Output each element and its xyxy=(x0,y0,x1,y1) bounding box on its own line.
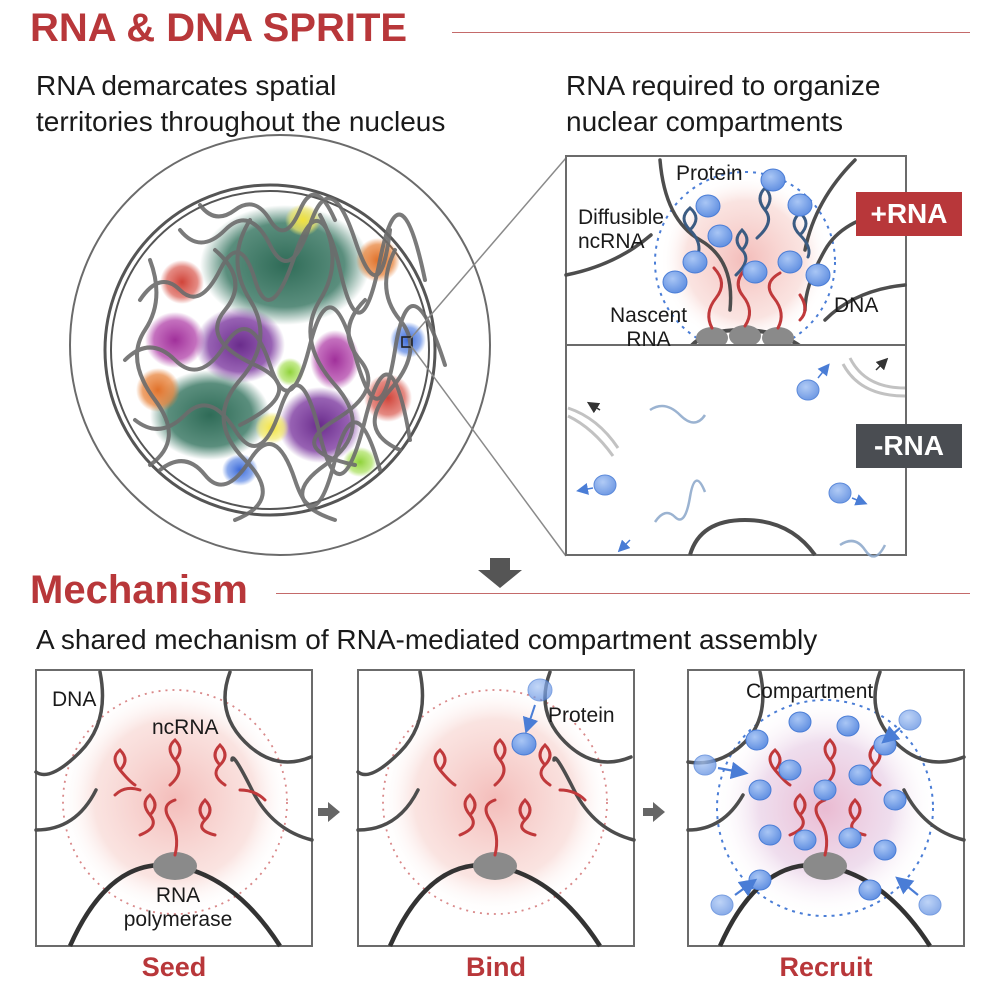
seed-panel xyxy=(34,669,314,948)
title-rule xyxy=(452,32,970,33)
step-bind-label: Bind xyxy=(466,952,526,982)
right-caption: RNA required to organize nuclear compart… xyxy=(566,68,880,140)
page-title: RNA & DNA SPRITE xyxy=(30,6,408,50)
mechanism-rule xyxy=(276,593,970,594)
nascent-label-line-2: RNA xyxy=(626,328,671,351)
mechanism-subtitle: A shared mechanism of RNA-mediated compa… xyxy=(36,624,818,655)
arrow-right-icon xyxy=(318,802,340,822)
zoom-box xyxy=(401,336,413,348)
dna-label: DNA xyxy=(834,294,879,317)
arrow-right-icon xyxy=(643,802,665,822)
down-arrow-icon xyxy=(478,558,522,588)
left-caption: RNA demarcates spatial territories throu… xyxy=(36,68,445,140)
compartment-label: Compartment xyxy=(746,680,874,703)
recruit-panel xyxy=(686,669,966,948)
diffusible-label-line-1: Diffusible xyxy=(578,206,664,229)
minus-rna-panel xyxy=(565,344,907,558)
minus-rna-tag: -RNA xyxy=(856,424,962,468)
pol-label-line-1: RNA xyxy=(155,884,201,907)
nascent-label-line-1: Nascent xyxy=(610,304,688,327)
mechanism-title: Mechanism xyxy=(30,568,248,612)
right-caption-line-1: RNA required to organize xyxy=(566,70,881,101)
bind-panel xyxy=(356,669,636,948)
step-recruit-label: Recruit xyxy=(779,952,873,982)
right-caption-line-2: nuclear compartments xyxy=(566,106,844,137)
step-seed-label: Seed xyxy=(141,952,207,982)
plus-rna-tag: +RNA xyxy=(856,192,962,236)
nascent-rna-label: Nascent RNA xyxy=(610,304,687,352)
rna-polymerase-label: RNA polymerase xyxy=(118,884,238,932)
diffusible-label-line-2: ncRNA xyxy=(578,230,645,253)
diffusible-ncrna-label: Diffusible ncRNA xyxy=(578,206,664,254)
chromatin-strands xyxy=(123,192,447,522)
zoom-lines xyxy=(410,157,567,557)
seed-dna-label: DNA xyxy=(52,688,97,711)
pol-label-line-2: polymerase xyxy=(123,908,233,931)
left-caption-line-1: RNA demarcates spatial xyxy=(36,70,337,101)
protein-label: Protein xyxy=(676,162,743,185)
bind-protein-label: Protein xyxy=(548,704,615,727)
left-caption-line-2: territories throughout the nucleus xyxy=(36,106,446,137)
seed-ncrna-label: ncRNA xyxy=(152,716,219,739)
